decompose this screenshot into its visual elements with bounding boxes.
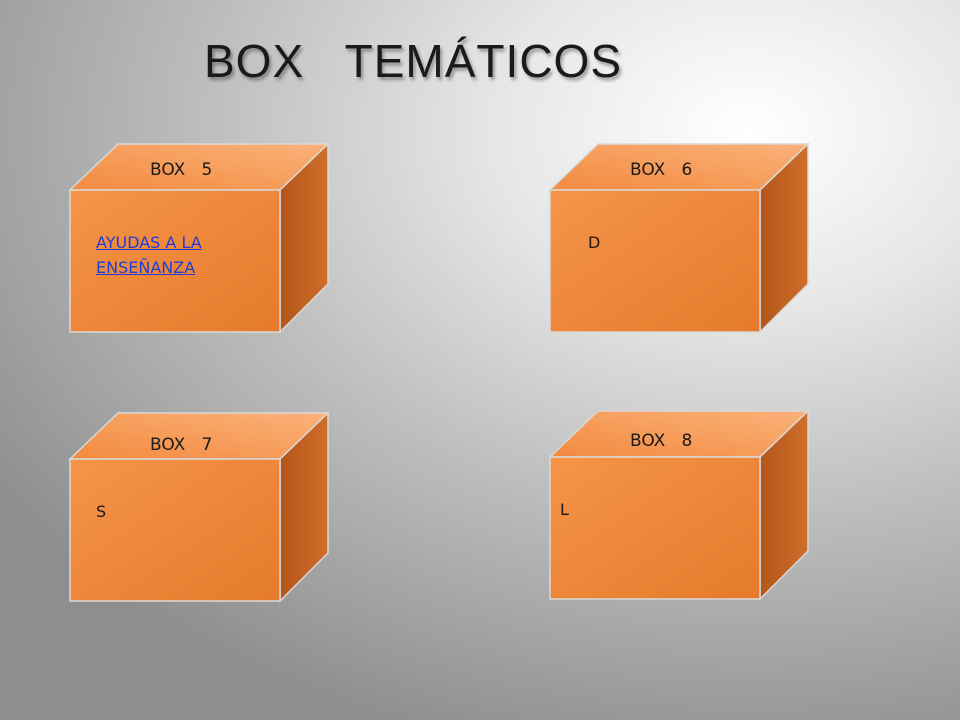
box-7-cube-shape — [68, 411, 330, 603]
slide-title: BOX TEMÁTICOS — [204, 35, 622, 87]
box-6-cube-shape — [548, 142, 810, 334]
box-8-cube-shape — [548, 409, 810, 601]
box-5-link[interactable]: AYUDAS A LA ENSEÑANZA — [96, 233, 202, 277]
box-6-content: D — [588, 233, 601, 252]
box-6: BOX 6 D — [548, 142, 810, 334]
box-7-content: S — [96, 502, 107, 521]
box-5: BOX 5 AYUDAS A LA ENSEÑANZA — [68, 142, 330, 334]
box-8-label: BOX 8 — [630, 431, 693, 451]
box-7-label: BOX 7 — [150, 435, 213, 455]
box-8-content: L — [560, 500, 569, 519]
box-8: BOX 8 L — [548, 409, 810, 601]
box-6-label: BOX 6 — [630, 160, 693, 180]
box-5-cube-shape — [68, 142, 330, 334]
box-7: BOX 7 S — [68, 411, 330, 603]
box-5-label: BOX 5 — [150, 160, 213, 180]
